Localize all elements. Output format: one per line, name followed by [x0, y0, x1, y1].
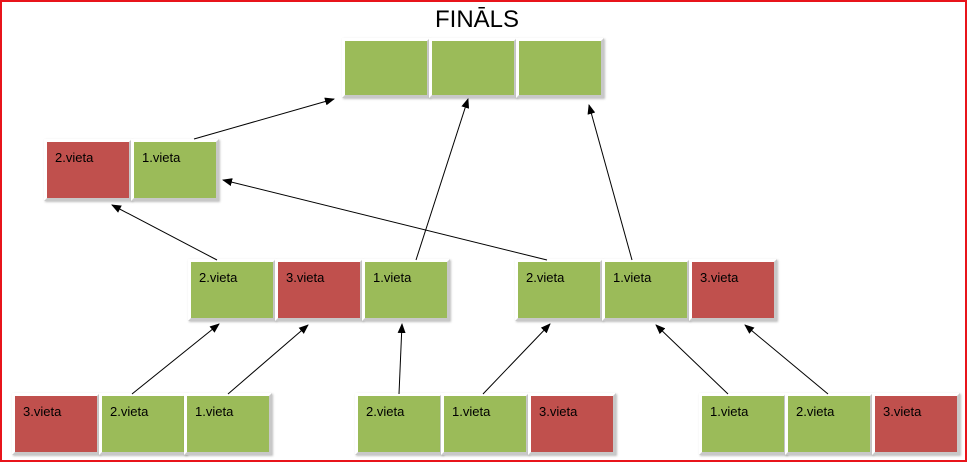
- group-b-slot-3: 3.vieta: [528, 393, 616, 455]
- group-b-slot-1: 2.vieta: [355, 393, 443, 455]
- arrow-semi-left-to-final: [415, 98, 470, 261]
- final-slot-2: [429, 38, 517, 98]
- semi-left-slot-2: 3.vieta: [275, 259, 363, 321]
- playoff-slot-2: 1.vieta: [131, 139, 219, 201]
- group-c-slot-3: 3.vieta: [872, 393, 960, 455]
- arrow-playoff-to-final: [193, 97, 335, 140]
- playoff-slot-1: 2.vieta: [44, 139, 132, 201]
- arrow-group-b-to-semi-left: [397, 323, 406, 395]
- arrow-group-c-to-semi-right-1: [655, 324, 729, 395]
- group-c-slot-2: 2.vieta: [785, 393, 873, 455]
- arrow-group-b-to-semi-right: [482, 323, 551, 395]
- arrow-semi-left-to-playoff: [111, 204, 218, 261]
- final-slot-1: [342, 38, 430, 98]
- arrow-group-a-to-semi-left-1: [131, 323, 220, 395]
- group-a-slot-1: 3.vieta: [12, 393, 100, 455]
- semi-left-slot-1: 2.vieta: [188, 259, 276, 321]
- group-a-slot-3: 1.vieta: [184, 393, 272, 455]
- semi-right-slot-1: 2.vieta: [515, 259, 603, 321]
- semi-right-slot-3: 3.vieta: [689, 259, 777, 321]
- diagram-title: FINĀLS: [434, 6, 520, 33]
- semi-left-slot-3: 1.vieta: [362, 259, 450, 321]
- final-slot-3: [516, 38, 604, 98]
- arrow-group-a-to-semi-left-2: [227, 324, 309, 395]
- arrow-semi-right-to-final: [587, 104, 633, 261]
- group-b-slot-2: 1.vieta: [441, 393, 529, 455]
- semi-right-slot-2: 1.vieta: [602, 259, 690, 321]
- group-c-slot-1: 1.vieta: [699, 393, 787, 455]
- arrow-semi-right-to-playoff: [222, 178, 548, 261]
- group-a-slot-2: 2.vieta: [99, 393, 187, 455]
- arrow-group-c-to-semi-right-2: [744, 324, 829, 395]
